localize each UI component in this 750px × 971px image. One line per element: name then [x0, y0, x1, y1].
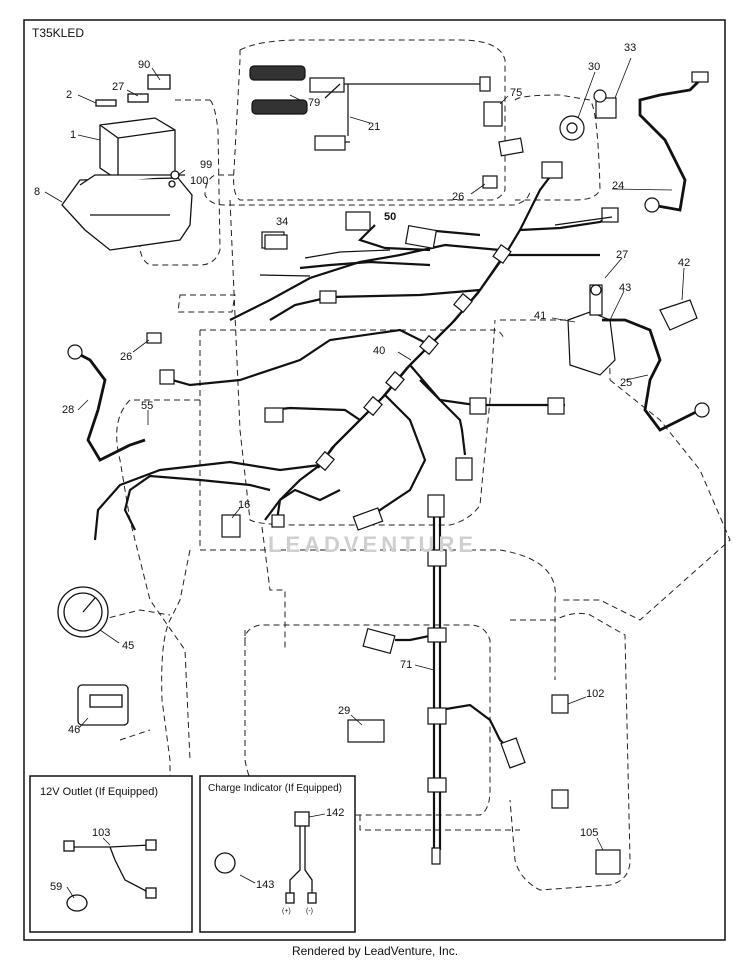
callout-90: 90 [138, 59, 150, 71]
connectors [146, 76, 619, 809]
callout-leaders [44, 57, 685, 899]
footer-credit: Rendered by LeadVenture, Inc. [291, 944, 459, 958]
callout-33: 33 [624, 42, 636, 54]
outlet-inset [29, 775, 193, 933]
callout-71: 71 [400, 659, 412, 671]
callout-42: 42 [678, 257, 690, 269]
ground-cables [74, 79, 701, 462]
charge-harness [214, 811, 317, 904]
top-wires [259, 83, 613, 277]
callout-46: 46 [68, 724, 80, 736]
callout-75: 75 [510, 87, 522, 99]
callout-27a: 27 [112, 81, 124, 93]
cable-terminals [67, 71, 710, 418]
callout-25: 25 [620, 377, 632, 389]
rear-harness-sleeves [427, 494, 447, 865]
callout-16: 16 [238, 499, 250, 511]
callout-79: 79 [308, 97, 320, 109]
callout-2: 2 [66, 89, 72, 101]
callout-30: 30 [588, 61, 600, 73]
callout-55: 55 [141, 400, 153, 412]
callout-103: 103 [92, 827, 110, 839]
charge-inset-title: Charge Indicator (If Equipped) [208, 783, 342, 794]
callout-26a: 26 [452, 191, 464, 203]
charge-plus-label: (+) [282, 908, 291, 915]
callout-34: 34 [276, 216, 288, 228]
keyswitch-plate [249, 65, 308, 115]
callout-45: 45 [122, 640, 134, 652]
diagram-border [23, 19, 726, 941]
callout-105: 105 [580, 827, 598, 839]
callout-27b: 27 [616, 249, 628, 261]
callout-8: 8 [34, 186, 40, 198]
ignition-parts [209, 97, 698, 875]
callout-143: 143 [256, 879, 274, 891]
callout-1: 1 [70, 129, 76, 141]
callout-99: 99 [200, 159, 212, 171]
callout-142: 142 [326, 807, 344, 819]
model-label: T35KLED [32, 26, 85, 40]
rear-harness [395, 510, 511, 850]
callout-41: 41 [534, 310, 546, 322]
watermark: LEADVENTURE [268, 532, 478, 557]
callout-labels: 90 27 2 1 99 100 8 79 21 75 30 33 26 24 … [34, 42, 690, 893]
callout-24: 24 [612, 180, 624, 192]
callout-50: 50 [384, 211, 396, 223]
callout-43: 43 [619, 282, 631, 294]
harness-sleeves [315, 243, 565, 472]
callout-21: 21 [368, 121, 380, 133]
callout-29: 29 [338, 705, 350, 717]
callout-28: 28 [62, 404, 74, 416]
callout-102: 102 [586, 688, 604, 700]
callout-26b: 26 [120, 351, 132, 363]
callout-40: 40 [373, 345, 385, 357]
callout-100: 100 [190, 175, 208, 187]
battery-assembly [61, 74, 193, 251]
chassis-outline [99, 39, 731, 891]
outlet-harness [63, 839, 157, 912]
gauges [57, 586, 129, 726]
outlet-inset-title: 12V Outlet (If Equipped) [40, 786, 158, 798]
charge-minus-label: (-) [306, 908, 313, 915]
callout-59: 59 [50, 881, 62, 893]
